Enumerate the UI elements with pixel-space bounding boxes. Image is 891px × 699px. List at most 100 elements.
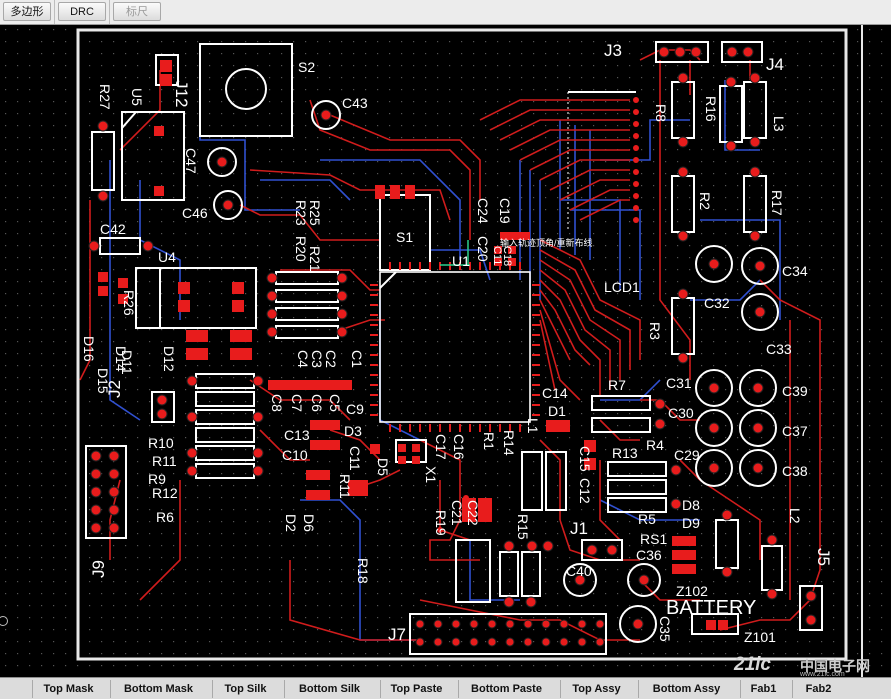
label-Z102: Z102 <box>676 583 708 599</box>
label-C35: C35 <box>657 616 673 642</box>
toolbar-separator <box>54 0 55 24</box>
label-R26: R26 <box>121 290 137 316</box>
label-R13: R13 <box>612 445 638 461</box>
label-R9: R9 <box>148 471 166 487</box>
label-J4: J4 <box>766 55 784 74</box>
label-U1: U1 <box>452 253 470 269</box>
label-R8: R8 <box>653 104 669 122</box>
label-J7: J7 <box>388 625 406 644</box>
label-D15: D15 <box>95 368 111 394</box>
toolbar: 多边形 DRC 标尺 <box>0 0 891 25</box>
label-C37: C37 <box>782 423 808 439</box>
ruler-button[interactable]: 标尺 <box>113 2 161 21</box>
label-R25: R25 <box>307 200 323 226</box>
label-X1: X1 <box>423 466 439 483</box>
label-C4: C4 <box>295 350 311 368</box>
tab-top-mask[interactable]: Top Mask <box>32 680 104 698</box>
board-outline <box>76 28 848 661</box>
label-R3: R3 <box>647 322 663 340</box>
label-J3: J3 <box>604 41 622 60</box>
label-C39: C39 <box>782 383 808 399</box>
label-D16: D16 <box>81 336 97 362</box>
label-J12: J12 <box>172 80 191 107</box>
tab-bottom-paste[interactable]: Bottom Paste <box>458 680 554 698</box>
label-R12: R12 <box>152 485 178 501</box>
label-C47: C47 <box>183 148 199 174</box>
label-C13: C13 <box>284 427 310 443</box>
label-J9: J9 <box>89 560 108 578</box>
label-D1: D1 <box>548 403 566 419</box>
label-R6: R6 <box>156 509 174 525</box>
label-C43: C43 <box>342 95 368 111</box>
label-LCD1: LCD1 <box>604 279 640 295</box>
pads <box>98 60 728 630</box>
label-S1: S1 <box>396 229 413 245</box>
label-R17: R17 <box>769 190 785 216</box>
watermark-site-cn: 中国电子网 <box>800 658 870 674</box>
label-C32: C32 <box>704 295 730 311</box>
label-R21: R21 <box>307 246 323 272</box>
tab-bottom-silk[interactable]: Bottom Silk <box>284 680 374 698</box>
th-pads <box>88 46 817 647</box>
tab-fab2[interactable]: Fab2 <box>792 680 844 698</box>
label-S2: S2 <box>298 59 315 75</box>
label-C22: C22 <box>465 500 481 526</box>
label-C11: C11 <box>491 246 503 265</box>
label-R7: R7 <box>608 377 626 393</box>
layer-tabs: Top Mask Bottom Mask Top Silk Bottom Sil… <box>0 677 891 699</box>
label-C15: C15 <box>577 446 593 472</box>
pcb-drawing[interactable]: J12 S2 C43 U5 R27 C47 C46 R23 R25 S1 C24… <box>0 25 891 677</box>
label-C24: C24 <box>475 198 491 224</box>
tab-top-silk[interactable]: Top Silk <box>212 680 278 698</box>
label-R1: R1 <box>481 432 497 450</box>
tab-bottom-assy[interactable]: Bottom Assy <box>638 680 734 698</box>
label-R15: R15 <box>515 514 531 540</box>
label-C38: C38 <box>782 463 808 479</box>
tab-top-assy[interactable]: Top Assy <box>560 680 632 698</box>
canvas-marker-icon <box>0 616 8 626</box>
label-L2: L2 <box>787 508 803 524</box>
label-D9: D9 <box>682 515 700 531</box>
drc-button[interactable]: DRC <box>58 2 106 21</box>
label-D11: D11 <box>119 350 135 375</box>
label-D14: D14 <box>113 346 129 372</box>
label-C30: C30 <box>668 405 694 421</box>
pcb-canvas[interactable]: J12 S2 C43 U5 R27 C47 C46 R23 R25 S1 C24… <box>0 25 891 677</box>
label-L1: L1 <box>525 418 541 434</box>
label-C18: C18 <box>501 246 513 266</box>
label-U4: U4 <box>158 249 176 265</box>
label-C14: C14 <box>542 385 568 401</box>
polygon-button[interactable]: 多边形 <box>3 2 51 21</box>
label-R16: R16 <box>703 96 719 122</box>
tab-top-paste[interactable]: Top Paste <box>380 680 452 698</box>
label-C3: C3 <box>309 350 325 368</box>
label-C16: C16 <box>451 434 467 460</box>
designators: J12 S2 C43 U5 R27 C47 C46 R23 R25 S1 C24… <box>81 41 833 645</box>
tab-fab1[interactable]: Fab1 <box>740 680 786 698</box>
toolbar-separator <box>109 0 110 24</box>
routing-note: 输入轨迹顶角/重新布线 <box>500 237 593 248</box>
label-U5: U5 <box>129 88 145 106</box>
label-J2: J2 <box>105 380 124 398</box>
label-J5: J5 <box>814 548 833 566</box>
label-R10: R10 <box>148 435 174 451</box>
label-C36: C36 <box>636 547 662 563</box>
watermark-url: www.21ic.com <box>800 671 845 678</box>
label-D8: D8 <box>682 497 700 513</box>
label-C10: C10 <box>282 447 308 463</box>
label-C46: C46 <box>182 205 208 221</box>
label-R27: R27 <box>97 84 113 110</box>
label-C2: C2 <box>323 350 339 368</box>
label-RS1: RS1 <box>640 531 667 547</box>
label-R5: R5 <box>638 511 656 527</box>
watermark-brand: 21ic <box>734 654 771 675</box>
label-C5: C5 <box>327 394 343 412</box>
label-D3: D3 <box>344 423 362 439</box>
label-C8: C8 <box>269 394 285 412</box>
label-C12: C12 <box>577 478 593 504</box>
label-R4: R4 <box>646 437 664 453</box>
label-C17: C17 <box>433 434 449 460</box>
tab-bottom-mask[interactable]: Bottom Mask <box>110 680 206 698</box>
label-C29: C29 <box>674 447 700 463</box>
qfp-pins <box>370 262 540 432</box>
